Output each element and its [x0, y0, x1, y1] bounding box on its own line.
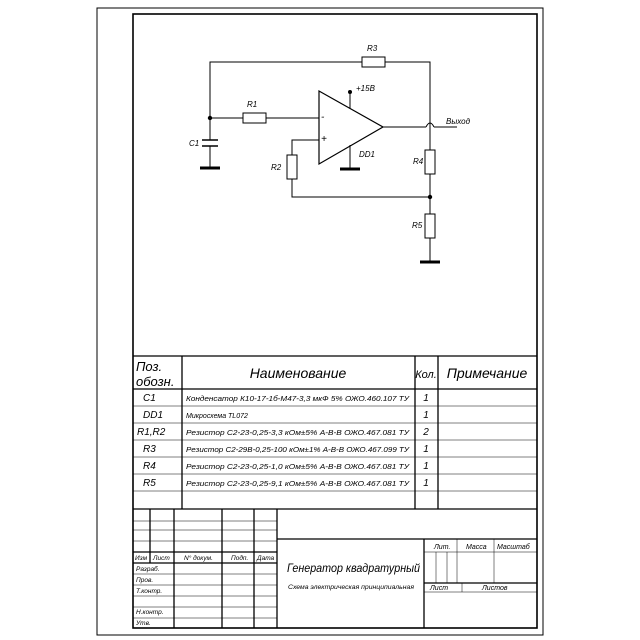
bom-header-note: Примечание [447, 365, 528, 381]
bom-cell-pos: R3 [143, 444, 156, 455]
bom-cell-name: Конденсатор К10-17-1б-М47-3,3 мкФ 5% ОЖО… [186, 395, 411, 403]
sheet-frame [96, 7, 544, 636]
tb-mass: Масса [466, 544, 487, 551]
bom-cell-qty: 2 [422, 427, 429, 438]
c1-label: C1 [189, 139, 199, 148]
output-wire-hop [425, 122, 435, 128]
bom-cell-name: Резистор С2-29В-0,25-100 кОм±1% А-В-В ОЖ… [186, 447, 411, 454]
bom-row: R3 Резистор С2-29В-0,25-100 кОм±1% А-В-В… [143, 444, 429, 455]
output-label: Выход [446, 117, 471, 126]
r2-bottom-wire [291, 179, 430, 198]
bom-row: DD1 Микросхема TL072 1 [143, 410, 429, 421]
r3-label: R3 [367, 44, 378, 53]
tb-col-list: Лист [152, 555, 170, 562]
tb-role-tkontr: Т.контр. [136, 588, 162, 595]
resistor-r4 [424, 149, 436, 175]
resistor-r2 [286, 154, 298, 180]
bom-row: C1 Конденсатор К10-17-1б-М47-3,3 мкФ 5% … [143, 393, 429, 404]
bom-cell-name: Микросхема TL072 [186, 413, 248, 420]
bom-cell-qty: 1 [423, 461, 429, 472]
bom-header-pos-line1: Поз. [136, 359, 162, 374]
bom-cell-name: Резистор С2-23-0,25-1,0 кОм±5% А-В-В ОЖО… [186, 464, 411, 471]
bom-cell-pos: R5 [143, 478, 156, 489]
tb-role-prov: Пров. [136, 577, 153, 584]
bom-cell-pos: R4 [143, 461, 156, 472]
title-block: Изм Лист N° докум. Подп. Дата Разраб. Пр… [133, 509, 537, 628]
bom-cell-pos: C1 [143, 393, 156, 404]
tb-col-date: Дата [256, 555, 275, 562]
bom-table: Поз. обозн. Наименование Кол. Примечание… [133, 355, 537, 510]
tb-document-title: Генератор квадратурный [287, 561, 420, 575]
bom-cell-name: Резистор С2-23-0,25-3,3 кОм±5% А-В-В ОЖО… [186, 430, 411, 437]
bom-row: R5 Резистор С2-23-0,25-9,1 кОм±5% А-В-В … [143, 478, 429, 489]
supply-label: +15В [356, 84, 376, 93]
bom-header-qty: Кол. [415, 369, 437, 381]
bom-header-name: Наименование [250, 365, 347, 381]
bom-cell-pos: DD1 [143, 410, 163, 421]
tb-document-subtitle: Схема электрическая принципиальная [288, 584, 415, 591]
bom-row: R1,R2 Резистор С2-23-0,25-3,3 кОм±5% А-В… [137, 427, 429, 438]
r4-label: R4 [413, 157, 424, 166]
r1-label: R1 [247, 100, 257, 109]
bom-cell-qty: 1 [423, 393, 429, 404]
bom-cell-qty: 1 [423, 478, 429, 489]
r3-right-wire [385, 61, 431, 127]
resistor-r3 [361, 56, 386, 68]
opamp-plus-label: + [321, 134, 327, 145]
tb-sheet: Лист [429, 585, 448, 592]
bom-row: R4 Резистор С2-23-0,25-1,0 кОм±5% А-В-В … [143, 461, 429, 472]
tb-col-izm: Изм [135, 555, 148, 562]
bom-cell-qty: 1 [423, 444, 429, 455]
junction-divider [427, 194, 433, 200]
tb-lit: Лит. [433, 544, 450, 551]
bom-cell-pos: R1,R2 [137, 427, 166, 438]
r2-top-wire [291, 139, 319, 155]
bom-header-pos-line2: обозн. [136, 374, 174, 389]
circuit-schematic: - + DD1 +15В R3 R1 C1 R2 [189, 44, 471, 264]
opamp-dd1 [318, 89, 385, 166]
opamp-minus-label: - [321, 112, 325, 123]
r3-left-wire [209, 61, 362, 118]
tb-role-nkontr: Н.контр. [136, 609, 164, 616]
dd1-label: DD1 [359, 150, 375, 159]
supply-terminal [348, 90, 352, 94]
r2-label: R2 [271, 163, 282, 172]
tb-sheets: Листов [481, 585, 508, 592]
tb-role-razrab: Разраб. [136, 565, 160, 573]
r5-label: R5 [412, 221, 423, 230]
tb-col-sign: Подп. [231, 554, 248, 562]
tb-scale: Масштаб [497, 543, 531, 551]
bom-cell-qty: 1 [423, 410, 429, 421]
resistor-r5 [424, 213, 436, 239]
tb-col-doc: N° докум. [184, 554, 213, 562]
tb-role-utv: Утв. [135, 620, 151, 627]
bom-cell-name: Резистор С2-23-0,25-9,1 кОм±5% А-В-В ОЖО… [186, 481, 411, 488]
resistor-r1 [242, 112, 267, 124]
